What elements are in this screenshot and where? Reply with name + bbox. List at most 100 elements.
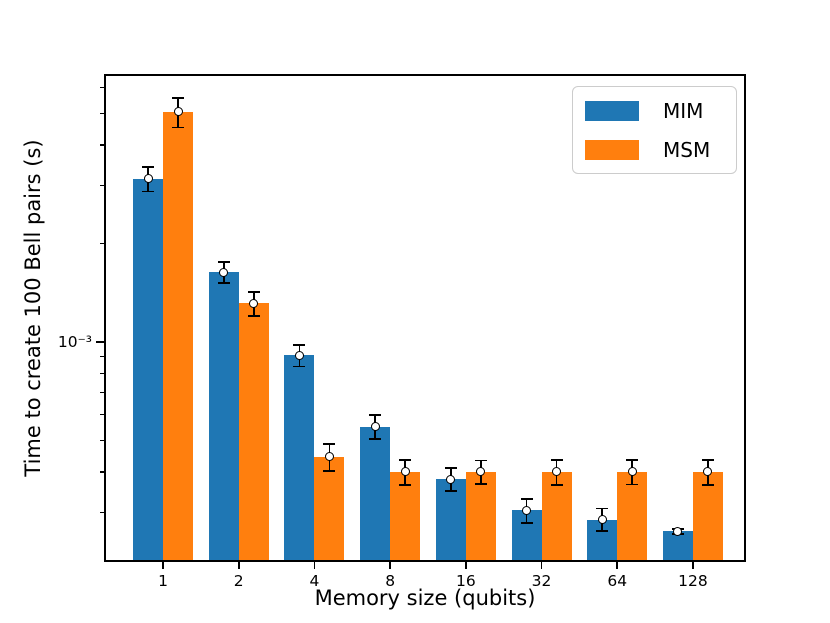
- x-tick-label: 32: [531, 572, 552, 590]
- y-axis-minor-tick: [99, 391, 104, 394]
- bar-MSM-8: [390, 471, 421, 560]
- bar-MIM-16: [435, 479, 466, 560]
- y-tick-label: 10⁻³: [57, 332, 92, 351]
- y-axis-minor-tick: [99, 439, 104, 441]
- errorbar-cap-top-MIM-2: [217, 261, 230, 264]
- x-axis-tick: [313, 562, 316, 569]
- errorbar-marker-MSM-128: [703, 467, 713, 477]
- bar-MSM-64: [617, 471, 648, 560]
- plot-area: MIM MSM 10⁻³ 1 2 4 8 16 32 64 128: [58, 74, 746, 590]
- x-tick-label: 2: [233, 572, 244, 590]
- x-axis-tick: [389, 562, 392, 569]
- y-axis-label: Time to create 100 Bell pairs (s): [21, 139, 45, 477]
- errorbar-cap-bottom-MIM-64: [596, 530, 609, 533]
- errorbar-marker-MIM-8: [370, 422, 380, 432]
- x-tick-label: 64: [607, 572, 628, 590]
- y-axis-minor-tick: [99, 512, 104, 514]
- errorbar-cap-bottom-MSM-8: [399, 484, 412, 487]
- errorbar-cap-bottom-MSM-64: [626, 483, 639, 486]
- y-axis-minor-tick: [99, 356, 104, 358]
- errorbar-cap-top-MSM-4: [323, 443, 336, 445]
- errorbar-cap-bottom-MIM-2: [217, 282, 230, 285]
- errorbar-cap-top-MIM-8: [369, 414, 382, 416]
- y-axis-minor-tick: [99, 86, 104, 89]
- y-axis-minor-tick: [99, 185, 104, 187]
- errorbar-cap-bottom-MSM-1: [172, 126, 184, 129]
- x-tick-label: 8: [385, 572, 396, 590]
- y-axis-minor-tick: [99, 112, 104, 114]
- errorbar-marker-MIM-1: [143, 174, 153, 184]
- legend-label-MIM: MIM: [663, 98, 704, 123]
- errorbar-marker-MSM-8: [400, 467, 410, 477]
- errorbar-cap-top-MSM-16: [474, 459, 487, 462]
- x-tick-label: 128: [678, 572, 708, 590]
- errorbar-cap-top-MSM-8: [399, 458, 412, 461]
- bar-MSM-16: [465, 471, 496, 560]
- errorbar-marker-MSM-16: [476, 467, 486, 477]
- errorbar-marker-MSM-1: [173, 107, 183, 117]
- x-axis-tick: [540, 562, 543, 569]
- errorbar-cap-bottom-MIM-32: [520, 522, 533, 524]
- x-axis-tick: [237, 562, 240, 569]
- bar-MIM-128: [662, 531, 693, 560]
- errorbar-cap-top-MIM-1: [142, 166, 154, 169]
- errorbar-cap-top-MSM-128: [701, 458, 714, 461]
- errorbar-cap-bottom-MSM-2: [247, 314, 260, 317]
- x-axis-tick: [464, 562, 467, 569]
- errorbar-cap-top-MSM-1: [172, 96, 184, 99]
- errorbar-cap-top-MIM-64: [596, 507, 609, 510]
- bar-MSM-32: [541, 471, 572, 560]
- errorbar-cap-bottom-MSM-16: [474, 483, 487, 485]
- errorbar-cap-top-MIM-16: [444, 467, 457, 470]
- x-tick-label: 4: [309, 572, 320, 590]
- x-tick-label: 1: [158, 572, 168, 590]
- legend-label-MSM: MSM: [663, 137, 711, 162]
- x-tick-label: 16: [455, 572, 476, 590]
- errorbar-cap-top-MSM-64: [626, 459, 639, 462]
- y-axis-minor-tick: [99, 471, 104, 473]
- legend-swatch-MSM: [585, 139, 639, 160]
- errorbar-cap-bottom-MSM-4: [323, 469, 336, 472]
- errorbar-cap-bottom-MIM-1: [142, 190, 154, 193]
- bar-MIM-4: [284, 355, 315, 560]
- y-axis-minor-tick: [99, 144, 104, 146]
- y-axis-minor-tick: [99, 413, 104, 415]
- x-axis-tick: [162, 562, 164, 569]
- x-axis-label: Memory size (qubits): [314, 586, 536, 610]
- bar-MIM-8: [360, 426, 391, 560]
- y-axis-minor-tick: [99, 372, 104, 375]
- errorbar-cap-bottom-MIM-8: [369, 438, 382, 441]
- errorbar-cap-top-MIM-32: [520, 497, 533, 500]
- bar-MIM-2: [208, 272, 239, 560]
- errorbar-marker-MIM-64: [597, 514, 607, 524]
- errorbar-cap-bottom-MSM-32: [550, 484, 563, 487]
- bar-MIM-1: [133, 178, 163, 560]
- errorbar-marker-MIM-4: [294, 350, 304, 360]
- errorbar-marker-MIM-2: [219, 267, 229, 277]
- legend-item-MSM: MSM: [585, 130, 736, 169]
- errorbar-marker-MSM-32: [552, 467, 562, 477]
- bar-MSM-4: [314, 456, 345, 560]
- errorbar-marker-MSM-2: [249, 298, 259, 308]
- errorbar-cap-bottom-MSM-128: [701, 484, 714, 487]
- x-axis-tick: [616, 562, 619, 569]
- errorbar-marker-MIM-16: [446, 474, 456, 484]
- legend: MIM MSM: [572, 86, 737, 174]
- y-axis-major-tick: [96, 340, 104, 343]
- bar-MSM-128: [692, 471, 723, 560]
- errorbar-cap-bottom-MIM-4: [293, 365, 306, 368]
- x-axis-tick: [692, 562, 694, 569]
- legend-item-MIM: MIM: [585, 91, 736, 130]
- errorbar-marker-MIM-128: [673, 526, 683, 536]
- errorbar-cap-bottom-MIM-16: [444, 489, 457, 492]
- bar-MSM-2: [238, 303, 269, 560]
- y-axis-minor-tick: [99, 242, 104, 245]
- errorbar-marker-MSM-64: [627, 467, 637, 477]
- errorbar-cap-top-MSM-2: [247, 291, 260, 293]
- errorbar-cap-top-MIM-4: [293, 343, 306, 346]
- bar-MSM-1: [163, 111, 193, 560]
- errorbar-marker-MSM-4: [324, 452, 334, 462]
- errorbar-marker-MIM-32: [522, 505, 532, 515]
- legend-swatch-MIM: [585, 100, 639, 121]
- errorbar-cap-top-MSM-32: [550, 458, 563, 461]
